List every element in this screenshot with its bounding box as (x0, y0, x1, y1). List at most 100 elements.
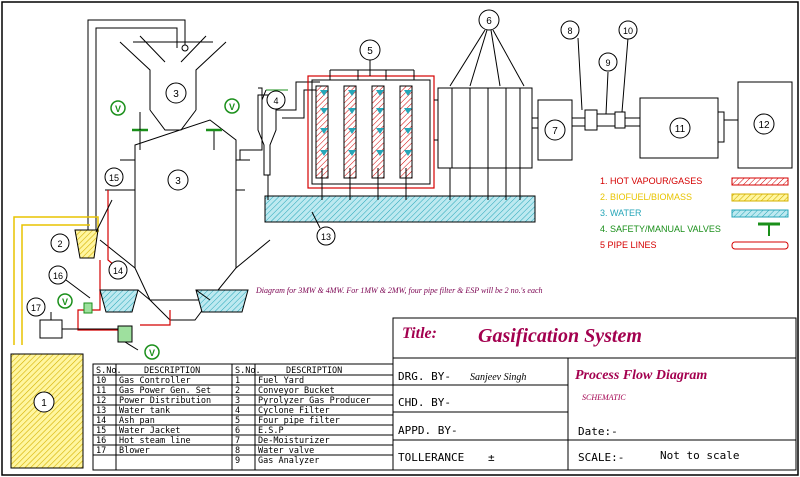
label-3a: 3 (173, 89, 179, 100)
scale-value: Not to scale (660, 449, 739, 462)
table-cell: De-Moisturizer (258, 436, 330, 446)
diagram-note: Diagram for 3MW & 4MW. For 1MW & 2MW, fo… (255, 286, 543, 295)
label-circle-9 (598, 52, 618, 72)
table-cell: 14 (96, 416, 106, 426)
date-label: Date:- (578, 425, 618, 438)
label-14: 14 (113, 266, 123, 276)
valve-letter: V (62, 297, 68, 307)
table-cell: 1 (235, 376, 240, 386)
table-cell: Gas Controller (119, 376, 191, 386)
label-circle-13 (316, 226, 336, 246)
table-cell: Fuel Yard (258, 376, 304, 386)
table-cell: 13 (96, 406, 106, 416)
valve-letter: V (229, 102, 235, 112)
table-cell: Hot steam line (119, 436, 191, 446)
table-cell: 2 (235, 386, 240, 396)
label-circle-15 (104, 167, 124, 187)
table-cell: Conveyor Bucket (258, 386, 335, 396)
table-cell: 7 (235, 436, 240, 446)
table-header: DESCRIPTION (286, 366, 342, 376)
water-valve[interactable]: V (117, 325, 160, 360)
appd-label: APPD. BY- (398, 424, 458, 437)
legend-swatch-biofuel (731, 193, 789, 202)
table-cell: 12 (96, 396, 106, 406)
table-cell: Water valve (258, 446, 314, 456)
conveyor-bucket (13, 199, 113, 345)
table-cell: 11 (96, 386, 106, 396)
table-cell: Pyrolyzer Gas Producer (258, 396, 371, 406)
table-cell: 3 (235, 396, 240, 406)
table-cell: 4 (235, 406, 240, 416)
table-cell: 6 (235, 426, 240, 436)
de-moisturizer (532, 99, 573, 161)
label-5: 5 (367, 46, 373, 57)
table-cell: 10 (96, 376, 106, 386)
four-pipe-filter (307, 69, 435, 189)
label-3b: 3 (175, 176, 181, 187)
label-6: 6 (486, 16, 492, 27)
label-16: 16 (53, 271, 63, 281)
label-13: 13 (321, 232, 331, 242)
gas-line-components (572, 37, 640, 131)
title-label: Title: (402, 325, 437, 342)
table-cell: Power Distribution (119, 396, 211, 406)
label-7: 7 (552, 126, 558, 137)
legend-swatch-pipe (731, 241, 789, 250)
table-cell: Water tank (119, 406, 170, 416)
legend-label-1: 2. BIOFUEL/BIOMASS (600, 192, 692, 202)
label-11: 11 (675, 124, 686, 135)
table-cell: Blower (119, 446, 150, 456)
water-tank (264, 168, 536, 223)
table-cell: Cyclone Filter (258, 406, 330, 416)
legend-swatch-valve (758, 222, 780, 236)
label-1: 1 (41, 398, 47, 409)
valve-letter: V (149, 348, 155, 358)
page-title: Gasification System (478, 325, 642, 347)
table-cell: 16 (96, 436, 106, 446)
legend: 1. HOT VAPOUR/GASES 2. BIOFUEL/BIOMASS 3… (600, 176, 789, 250)
schematic-label: SCHEMATIC (582, 393, 626, 402)
duct-joint (181, 44, 189, 52)
safety-valve-right[interactable]: V (206, 98, 240, 150)
steam-valve[interactable]: V (57, 293, 93, 314)
label-circle-11 (669, 117, 691, 139)
label-circle-2 (50, 233, 70, 253)
table-cell: Four pipe filter (258, 416, 340, 426)
table-cell: 8 (235, 446, 240, 456)
label-circle-14 (108, 260, 128, 280)
safety-valve-left[interactable]: V (110, 100, 148, 150)
label-4: 4 (273, 96, 278, 106)
table-header: S.No. (96, 366, 122, 376)
label-9: 9 (605, 58, 610, 68)
table-cell: 15 (96, 426, 106, 436)
tolerance-label: TOLLERANCE (398, 451, 464, 464)
table-cell: Gas Power Gen. Set (119, 386, 211, 396)
legend-label-2: 3. WATER (600, 208, 642, 218)
table-header: S.No. (235, 366, 261, 376)
title-block (392, 317, 797, 471)
drg-value: Sanjeev Singh (470, 372, 526, 383)
label-12: 12 (758, 120, 770, 131)
scale-label: SCALE:- (578, 451, 624, 464)
leader-13 (311, 211, 321, 229)
top-gas-duct (87, 19, 263, 240)
valve-letter: V (115, 104, 121, 114)
table-cell: 9 (235, 456, 240, 466)
gas-pipe-to-cyclone (258, 87, 263, 120)
label-2: 2 (57, 239, 62, 249)
label-circle-4 (266, 90, 286, 110)
table-cell: Ash pan (119, 416, 155, 426)
label-15: 15 (109, 173, 119, 183)
drg-label: DRG. BY- (398, 370, 451, 383)
legend-label-3: 4. SAFETY/MANUAL VALVES (600, 224, 721, 234)
legend-swatch-gas (731, 177, 789, 186)
ash-pan (99, 289, 249, 313)
table-cell: 17 (96, 446, 106, 456)
table-cell: Gas Analyzer (258, 456, 319, 466)
gas-power-gen-set (639, 97, 725, 159)
label-circle-16 (48, 265, 68, 285)
